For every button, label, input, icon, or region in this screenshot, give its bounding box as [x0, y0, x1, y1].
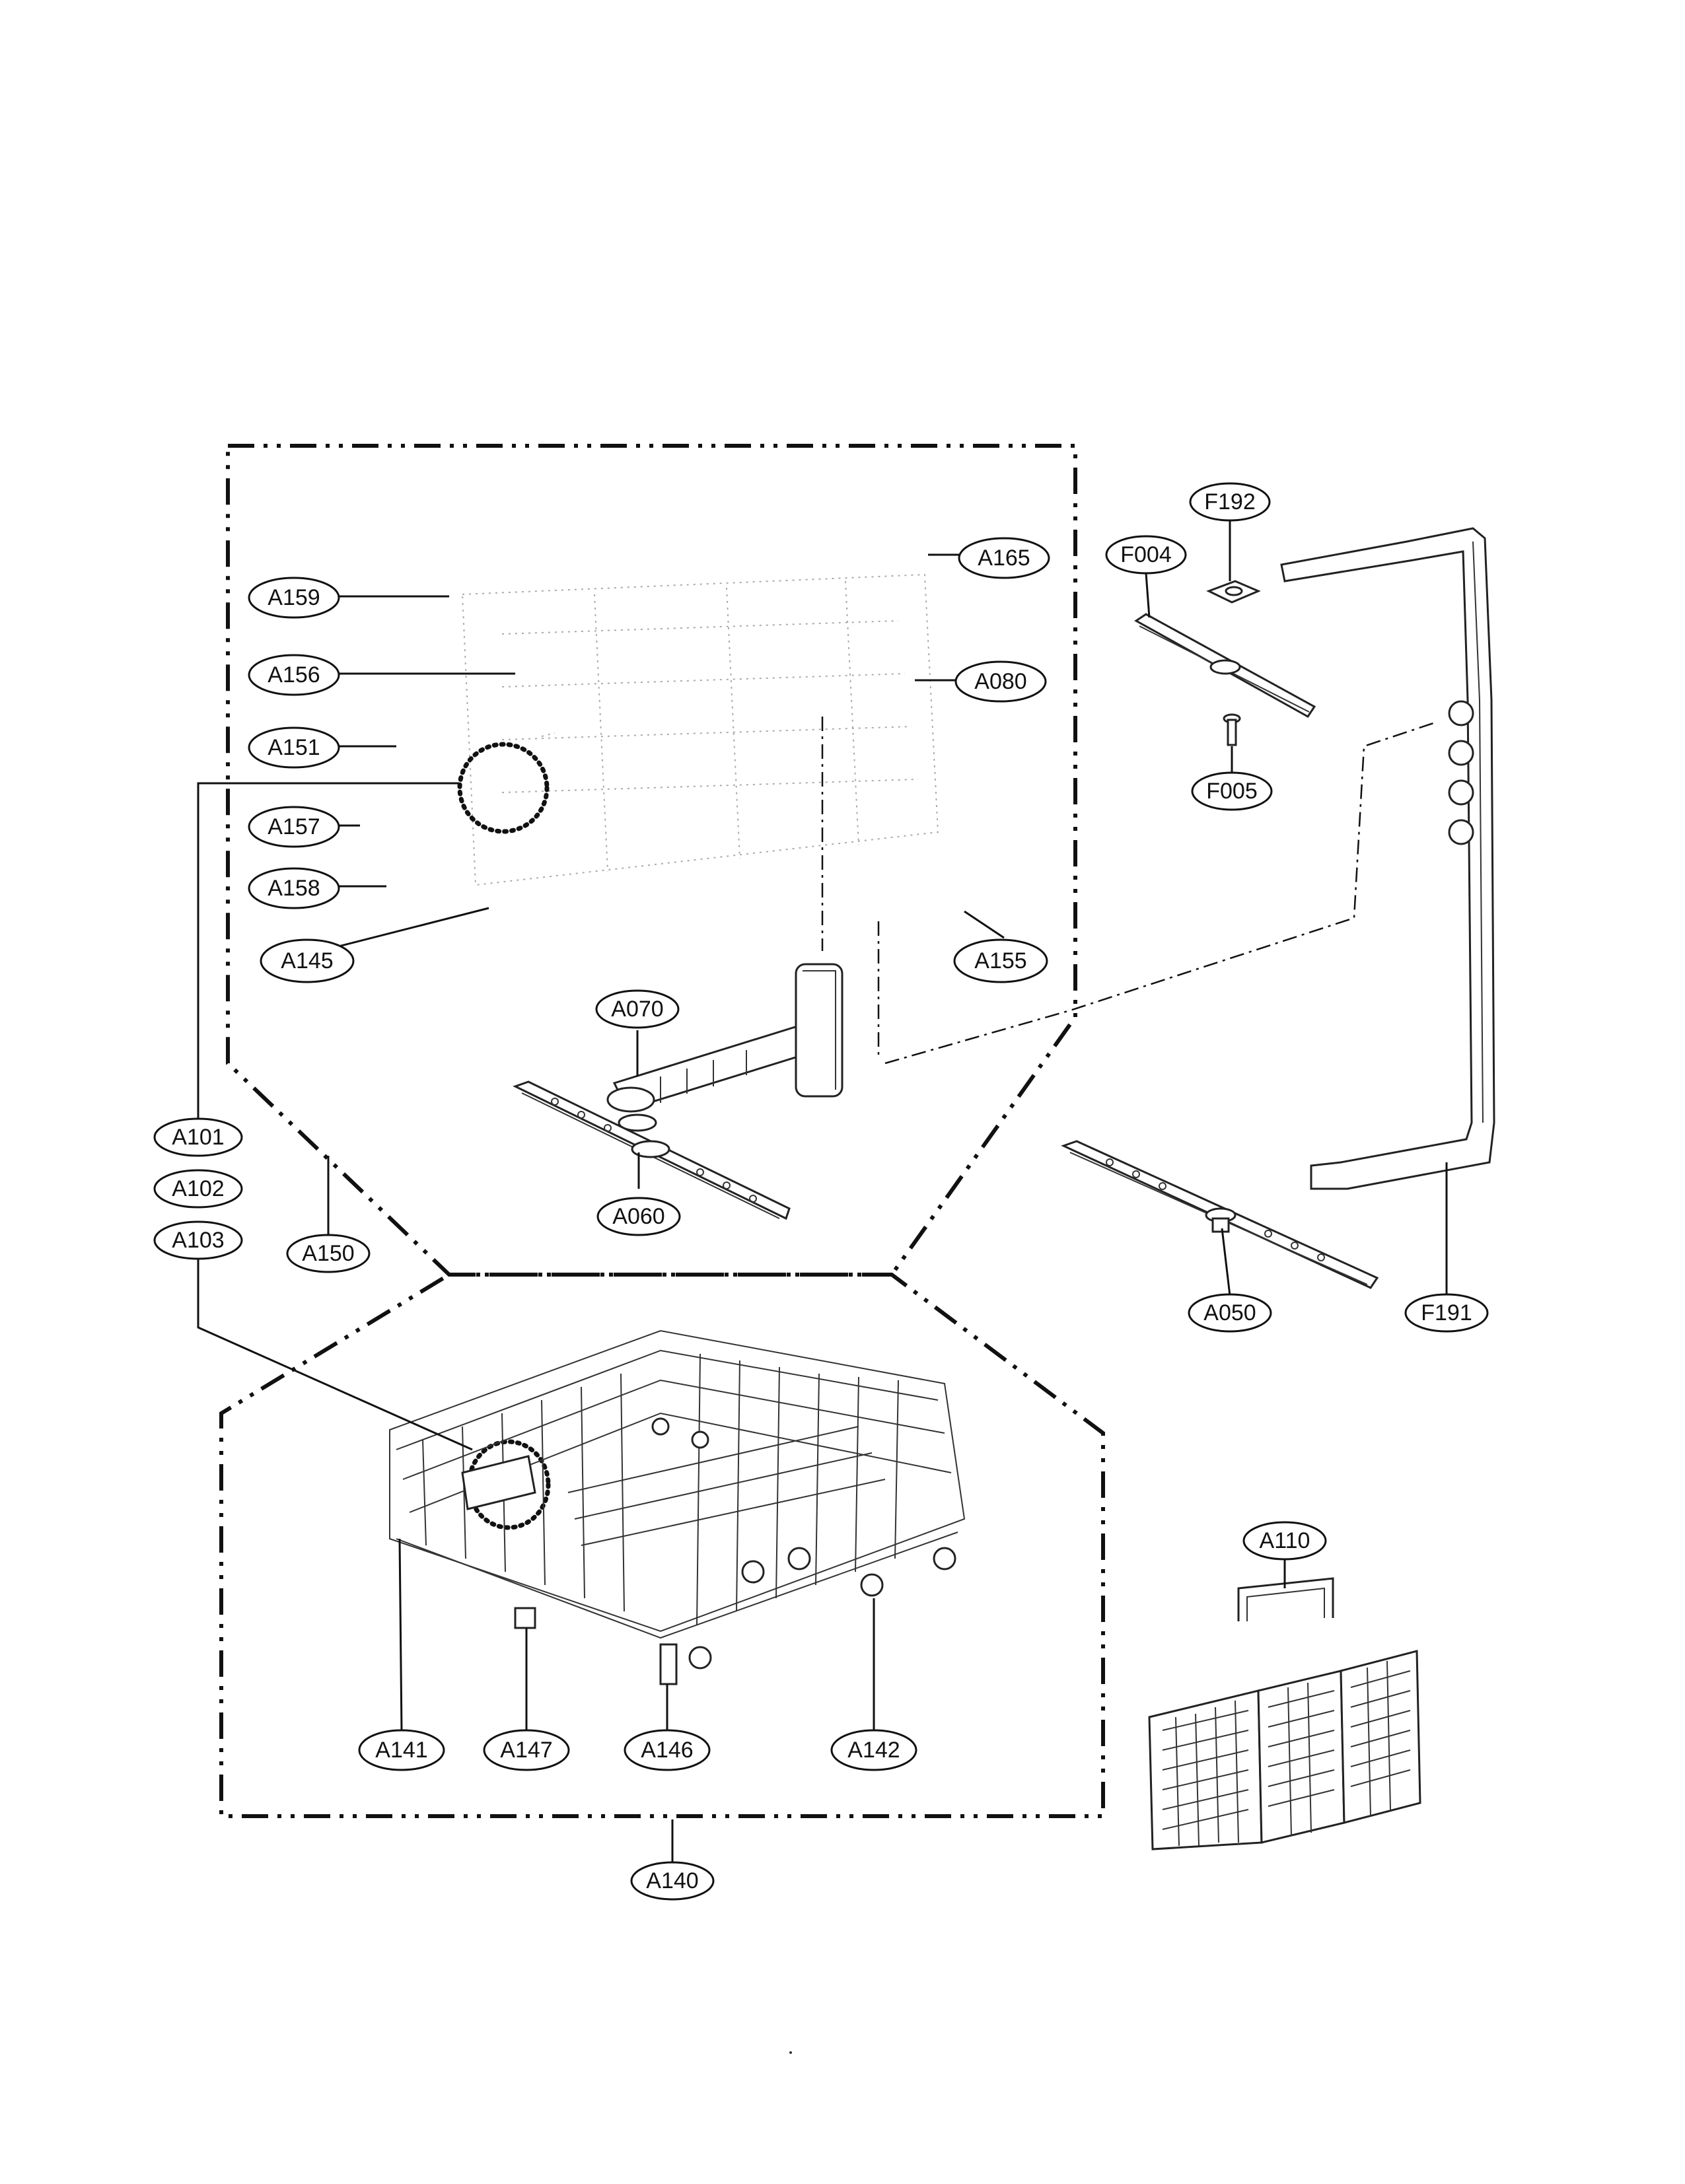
middle-spray-arm [513, 1080, 791, 1220]
part-label-a151: A151 [248, 726, 340, 769]
svg-text:F191: F191 [1421, 1300, 1472, 1325]
svg-text:F192: F192 [1204, 489, 1256, 514]
part-label-a165: A165 [958, 537, 1050, 579]
part-label-f192: F192 [1189, 482, 1271, 522]
svg-text:A150: A150 [302, 1241, 354, 1266]
part-label-a157: A157 [248, 806, 340, 848]
part-label-a110: A110 [1242, 1521, 1327, 1561]
upper-spray-arm [1134, 613, 1316, 718]
svg-text:A070: A070 [611, 997, 663, 1022]
part-label-a050: A050 [1188, 1293, 1272, 1333]
f192-nut [1206, 580, 1261, 604]
svg-text:A165: A165 [978, 546, 1030, 571]
leader-lines [197, 520, 1448, 1862]
svg-text:A157: A157 [268, 814, 320, 839]
svg-text:A103: A103 [172, 1228, 224, 1253]
detail-circle-upper [457, 742, 550, 834]
svg-text:F004: F004 [1120, 542, 1172, 567]
part-label-a156: A156 [248, 654, 340, 696]
svg-text:A080: A080 [974, 669, 1026, 694]
svg-text:A140: A140 [646, 1868, 698, 1893]
svg-text:F005: F005 [1206, 779, 1258, 804]
part-label-a101: A101 [153, 1117, 243, 1157]
svg-text:A060: A060 [612, 1204, 664, 1229]
part-label-a158: A158 [248, 867, 340, 909]
svg-text:A147: A147 [500, 1738, 552, 1763]
part-label-f191: F191 [1404, 1293, 1489, 1333]
part-label-f004: F004 [1105, 535, 1187, 575]
supply-tube [1280, 527, 1495, 1190]
svg-text:A145: A145 [281, 948, 333, 973]
svg-text:A101: A101 [172, 1125, 224, 1150]
svg-text:A050: A050 [1203, 1300, 1256, 1325]
svg-text:A141: A141 [375, 1738, 427, 1763]
part-label-a159: A159 [248, 577, 340, 619]
silverware-basket [1148, 1577, 1421, 1850]
part-label-a060: A060 [596, 1197, 681, 1236]
part-label-a140: A140 [630, 1861, 715, 1901]
svg-text:A102: A102 [172, 1176, 224, 1201]
part-label-a080: A080 [954, 660, 1047, 703]
lower-spray-arm [1061, 1140, 1379, 1289]
svg-text:A151: A151 [268, 735, 320, 760]
svg-text:A159: A159 [268, 585, 320, 610]
stray-dot [789, 2051, 792, 2054]
svg-text:A155: A155 [974, 948, 1026, 973]
part-label-a146: A146 [624, 1729, 711, 1771]
assembly-lines [821, 717, 1434, 1065]
part-label-a142: A142 [830, 1729, 917, 1771]
part-label-a103: A103 [153, 1220, 243, 1260]
part-label-f005: F005 [1191, 771, 1273, 811]
svg-text:A146: A146 [641, 1738, 693, 1763]
part-label-a145: A145 [260, 938, 355, 983]
svg-text:A158: A158 [268, 876, 320, 901]
part-label-a070: A070 [595, 989, 680, 1029]
conduit-pipe-assembly [606, 963, 843, 1132]
part-label-a155: A155 [953, 938, 1048, 983]
part-label-a141: A141 [358, 1729, 445, 1771]
svg-text:A110: A110 [1260, 1528, 1310, 1553]
part-label-a147: A147 [483, 1729, 570, 1771]
upper-rack-faint [461, 573, 939, 886]
lower-rack-boundary [219, 1273, 1105, 1818]
f005-screw [1223, 713, 1241, 746]
part-label-a102: A102 [153, 1169, 243, 1209]
part-label-a150: A150 [286, 1234, 371, 1273]
lower-rack [389, 1329, 966, 1685]
svg-text:A142: A142 [847, 1738, 900, 1763]
upper-rack-boundary [226, 444, 1077, 1277]
svg-text:A156: A156 [268, 662, 320, 687]
